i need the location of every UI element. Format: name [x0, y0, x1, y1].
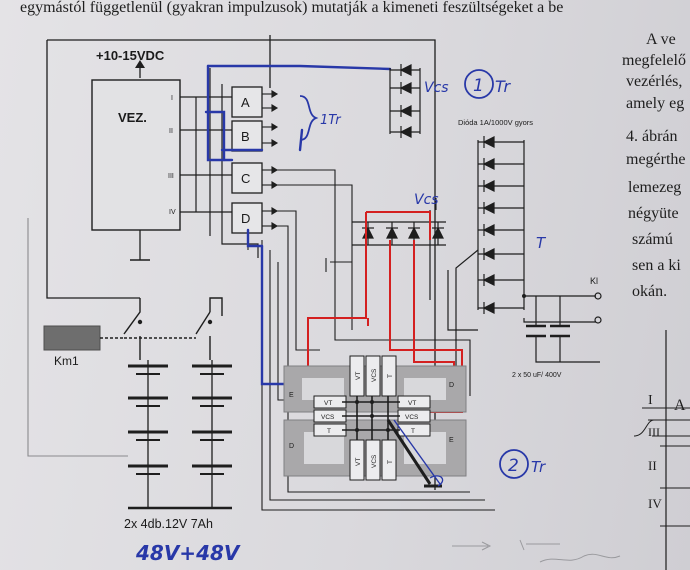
figure-label: I: [648, 393, 653, 408]
svg-text:C: C: [241, 171, 250, 186]
svg-text:E: E: [449, 437, 454, 444]
right-figure-fragment: I A III II IV: [633, 330, 690, 570]
pencil-line: [27, 218, 128, 457]
capacitor-label: 2 x 50 uF/ 400V: [512, 372, 562, 379]
svg-text:A: A: [241, 95, 250, 110]
controller-port-label: IV: [169, 209, 176, 216]
relay-switches: [100, 297, 223, 360]
figure-label: A: [674, 397, 686, 414]
tr1-annotation: Tr: [495, 77, 512, 96]
controller-port-label: I: [171, 95, 173, 102]
svg-text:D: D: [241, 211, 250, 226]
pencil-scribbles: [452, 539, 621, 563]
relay-contacts: [137, 319, 213, 325]
svg-text:VT: VT: [355, 372, 362, 380]
tr2-circle-number: 2: [508, 456, 519, 476]
vcs-mid-annotation: Vcs: [414, 192, 439, 208]
figure-label: II: [648, 458, 657, 473]
gate-c: C: [231, 162, 263, 194]
gate-drive-wires: [180, 68, 259, 258]
right-text-line: amely eg: [626, 95, 684, 112]
svg-text:E: E: [289, 392, 294, 399]
relay-km1: [43, 325, 101, 351]
supply-terminal: [135, 60, 145, 78]
svg-text:VT: VT: [408, 400, 416, 407]
t-annotation: T: [536, 234, 547, 252]
right-column-text: A ve megfelelő vezérlés, amely eg 4. ábr…: [622, 31, 686, 300]
battery-voltage-annotation: 48V+48V: [135, 541, 241, 565]
svg-text:D: D: [289, 443, 294, 450]
blue-handdrawn-wires: [204, 64, 392, 386]
right-text-line: A ve: [646, 31, 676, 48]
svg-text:VT: VT: [355, 458, 362, 466]
tr1-circle: [464, 69, 494, 99]
vcs-diode-row: [352, 221, 446, 246]
diode-label: Dióda 1A/1000V gyors: [458, 118, 533, 127]
right-text-line: négyüte: [628, 205, 679, 222]
transformer-assembly: E D D E VT VCS T VT VCS T VT VCS T: [283, 355, 467, 488]
output-diode-column: Dióda 1A/1000V gyors: [458, 118, 533, 314]
svg-text:T: T: [387, 460, 394, 464]
right-text-line: lemezeg: [628, 179, 681, 196]
right-text-line: számú: [632, 231, 673, 248]
right-text-line: megérthe: [626, 151, 686, 168]
battery-stack-left: [128, 360, 168, 508]
output-terminals: [594, 292, 602, 324]
svg-text:T: T: [327, 428, 331, 435]
controller-box: [91, 79, 181, 231]
right-text-line: megfelelő: [622, 52, 686, 69]
gate-output-arrows: [262, 90, 279, 230]
svg-text:T: T: [411, 428, 415, 435]
svg-text:T: T: [387, 374, 394, 378]
gate-a: A: [231, 86, 263, 118]
relay-label: Km1: [54, 354, 79, 368]
output-label: Kl: [590, 276, 598, 286]
supply-label: +10-15VDC: [96, 48, 165, 63]
vcs-top-annotation: Vcs: [424, 80, 449, 96]
tr1-circle-number: 1: [473, 76, 484, 96]
right-text-line: 4. ábrán: [626, 128, 678, 145]
top-text-line: egymástól függetlenül (gyakran impulzuso…: [20, 0, 563, 16]
brace-mark: [299, 95, 319, 141]
gate-b: B: [231, 120, 263, 152]
brace-annotation: 1Tr: [320, 113, 342, 128]
controller-port-label: II: [169, 128, 173, 135]
svg-text:VCS: VCS: [371, 454, 378, 468]
top-diode-group: [389, 64, 421, 138]
right-text-line: sen a ki: [632, 257, 681, 274]
controller-port-label: III: [168, 173, 174, 180]
capacitor-pair: [526, 324, 570, 338]
svg-text:VCS: VCS: [405, 414, 419, 421]
svg-text:VCS: VCS: [321, 414, 335, 421]
figure-label: III: [648, 425, 660, 439]
svg-text:VCS: VCS: [371, 368, 378, 382]
controller-label: VEZ.: [118, 110, 147, 125]
right-text-line: vezérlés,: [626, 73, 682, 90]
svg-text:D: D: [449, 382, 454, 389]
tr2-circle: [499, 449, 529, 479]
gate-d: D: [231, 202, 263, 234]
battery-label: 2x 4db.12V 7Ah: [124, 517, 213, 531]
svg-text:B: B: [241, 129, 250, 144]
figure-label: IV: [648, 496, 662, 511]
tr2-annotation: Tr: [531, 458, 546, 476]
right-text-line: okán.: [632, 283, 667, 300]
svg-text:VT: VT: [324, 400, 332, 407]
battery-stack-right: [192, 360, 232, 508]
